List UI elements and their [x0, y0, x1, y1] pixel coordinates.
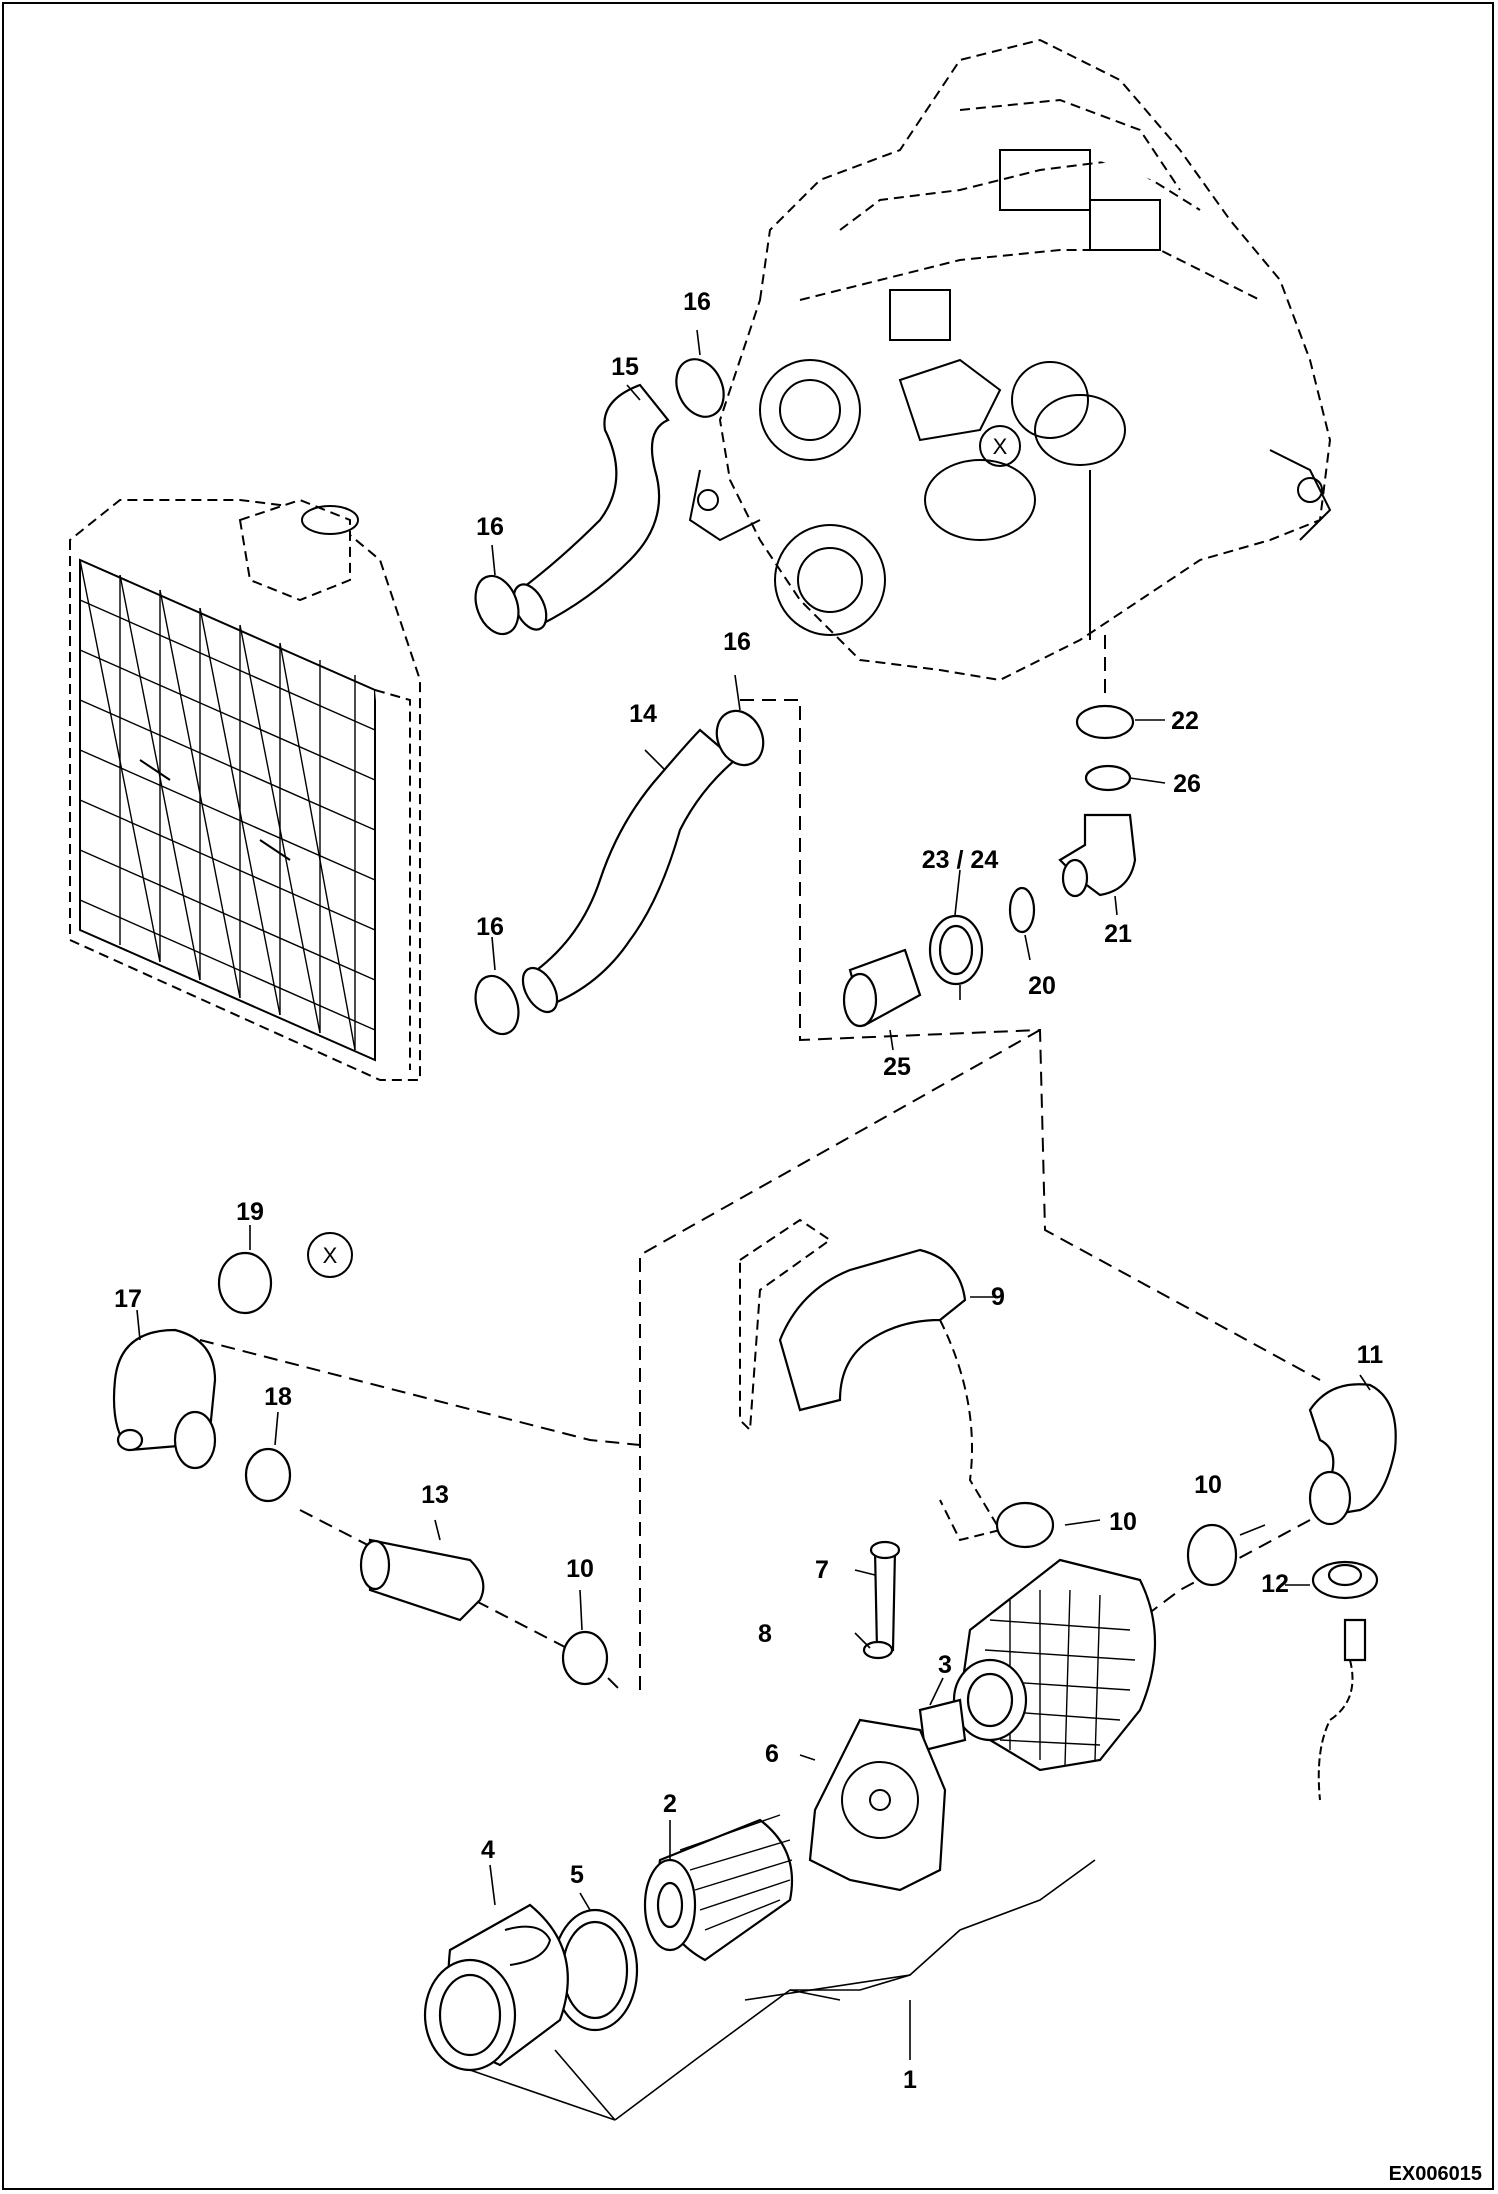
callout-9: 9 [991, 1283, 1005, 1311]
callout-10-a: 10 [566, 1555, 594, 1583]
callout-16-c: 16 [723, 628, 751, 656]
callout-21: 21 [1104, 920, 1132, 948]
callout-12: 12 [1261, 1570, 1289, 1598]
callout-10-c: 10 [1109, 1508, 1137, 1536]
engine-ghost: X [688, 38, 1332, 682]
callout-10-b: 10 [1194, 1471, 1222, 1499]
callout-18: 18 [264, 1383, 292, 1411]
clamps-16 [474, 358, 765, 1036]
callout-19: 19 [236, 1198, 264, 1226]
reference-x-label: X [993, 434, 1008, 459]
lower-left-parts: X [112, 1232, 609, 1686]
hose-14 [521, 728, 737, 1014]
callout-1: 1 [903, 2066, 917, 2094]
callout-14: 14 [629, 700, 657, 728]
callout-25: 25 [883, 1053, 911, 1081]
connection-lines [199, 635, 1321, 1691]
right-parts [995, 1383, 1397, 1801]
callout-23-24: 23 / 24 [922, 846, 999, 874]
air-filter-assembly [423, 1540, 1157, 2121]
callout-11: 11 [1357, 1341, 1384, 1369]
callout-13: 13 [421, 1481, 449, 1509]
callout-20: 20 [1028, 972, 1056, 1000]
reference-x-label-lower: X [323, 1243, 338, 1268]
elbow-9 [739, 1218, 1002, 1542]
hose-15 [512, 383, 670, 631]
callout-16-d: 16 [476, 913, 504, 941]
callout-16-b: 16 [476, 513, 504, 541]
intake-fittings [842, 704, 1137, 1028]
callout-16-a: 16 [683, 288, 711, 316]
callout-22: 22 [1171, 707, 1199, 735]
callout-2: 2 [663, 1790, 677, 1818]
callout-7: 7 [815, 1556, 829, 1584]
callout-15: 15 [611, 353, 639, 381]
callout-3: 3 [938, 1651, 952, 1679]
callout-8: 8 [758, 1620, 772, 1648]
callout-6: 6 [765, 1740, 779, 1768]
callout-5: 5 [570, 1861, 584, 1889]
callout-17: 17 [114, 1285, 142, 1313]
leader-lines [136, 329, 1371, 2060]
callout-4: 4 [481, 1836, 495, 1864]
callout-26: 26 [1173, 770, 1201, 798]
radiator-ghost [69, 498, 421, 1081]
reference-x-circle-engine [979, 425, 1021, 467]
drawing-code: EX006015 [1389, 2163, 1482, 2185]
callout-labels: 16 15 16 16 14 16 22 26 21 20 23 / 24 25… [114, 288, 1383, 2094]
